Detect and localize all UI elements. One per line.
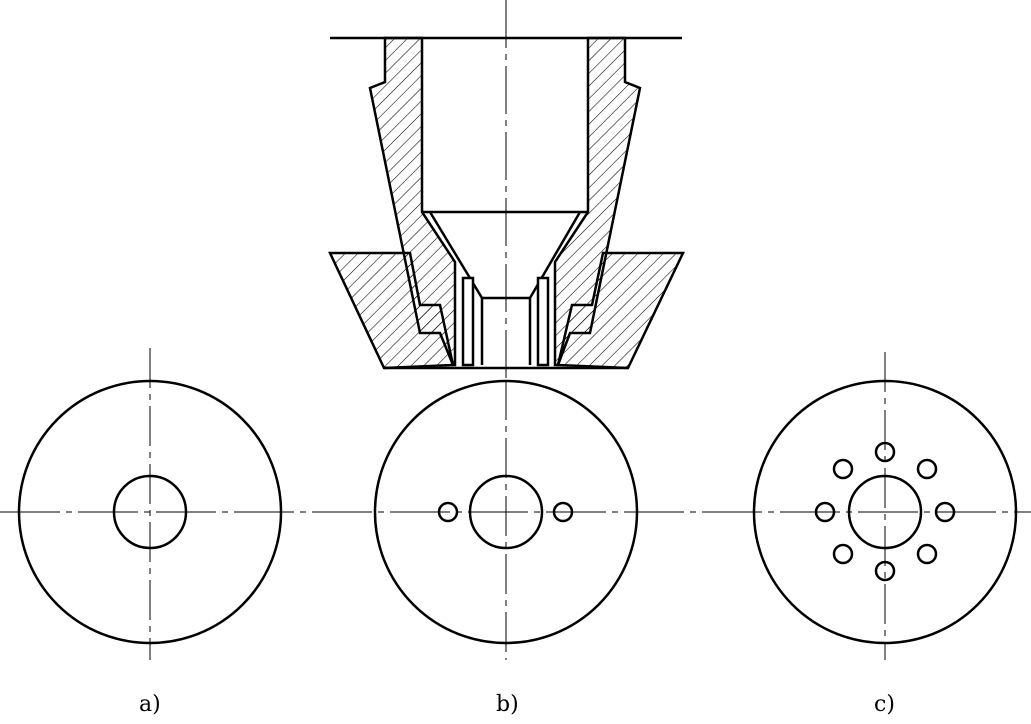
view-b-side-hole-right [552,501,574,523]
view-c-ring-hole [832,458,854,480]
view-a-label: a) [139,692,161,717]
view-c-outer-circle [752,379,1018,645]
view-b-outer-circle [373,379,639,645]
nozzle-section [328,36,685,370]
view-c-center-hole [847,474,923,550]
view-b-side-hole-left [437,501,459,523]
view-c-label: c) [874,692,895,717]
view-c [752,352,1018,660]
view-a-center-hole [112,474,188,550]
view-a-outer-circle [17,379,283,645]
side-channel-right [536,276,550,367]
view-b [373,379,639,660]
view-c-ring-hole [916,543,938,565]
side-channel-left [461,276,475,367]
view-c-ring-hole [814,501,836,523]
view-c-ring-hole [832,543,854,565]
view-c-ring-hole [934,501,956,523]
view-b-center-hole [468,474,544,550]
view-c-ring-hole [916,458,938,480]
view-c-ring-hole [874,441,896,463]
view-c-ring-hole [874,560,896,582]
view-a [17,348,283,660]
view-b-label: b) [496,692,519,717]
